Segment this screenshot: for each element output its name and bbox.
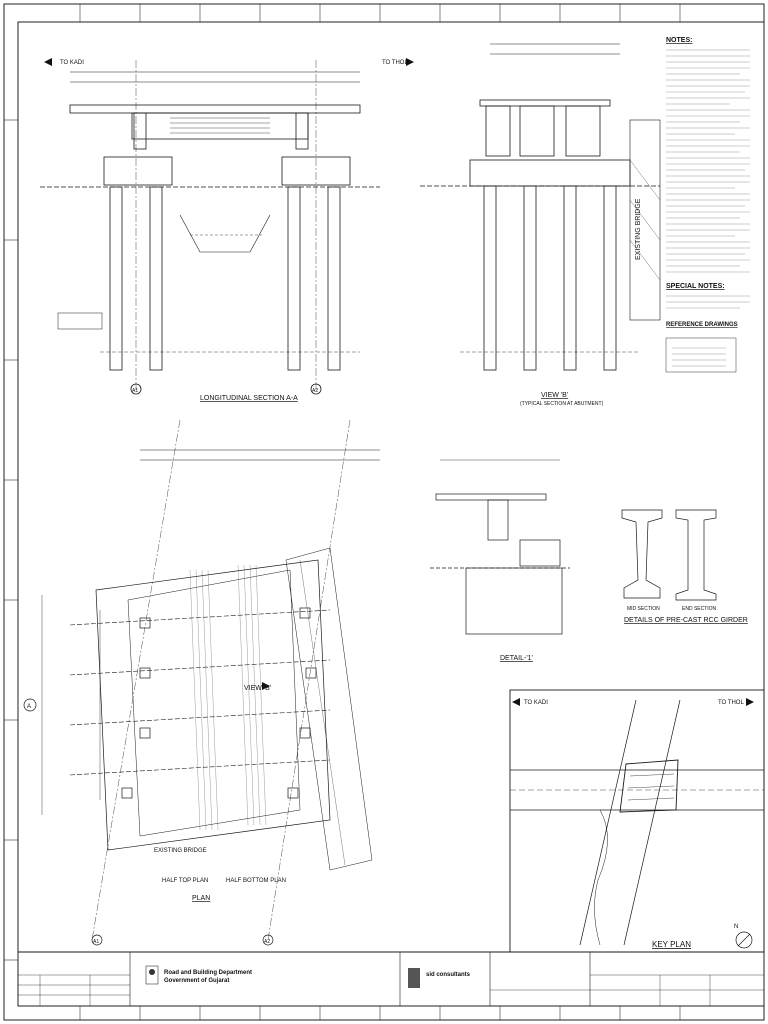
end-section-label: END SECTION bbox=[682, 606, 717, 612]
pier-a-marker: A bbox=[27, 704, 31, 710]
detail-1 bbox=[430, 459, 570, 635]
existing-bridge-vertical-label: EXISTING BRIDGE bbox=[635, 198, 642, 260]
north-arrow-icon: N bbox=[734, 924, 738, 930]
axis-a1-marker: A1 bbox=[132, 388, 138, 394]
reference-drawings-heading: REFERENCE DRAWINGS bbox=[666, 322, 738, 328]
notes-heading: NOTES: bbox=[666, 37, 692, 44]
title-block bbox=[18, 951, 764, 1006]
detail-1-title: DETAIL-'1' bbox=[500, 655, 533, 662]
key-plan bbox=[509, 689, 765, 953]
view-b-section bbox=[420, 43, 661, 371]
view-b-subtitle: (TYPICAL SECTION AT ABUTMENT) bbox=[520, 401, 604, 407]
notes-block bbox=[665, 49, 750, 373]
half-top-plan-label: HALF TOP PLAN bbox=[162, 878, 208, 884]
axis-a2-marker: A2 bbox=[312, 388, 318, 394]
consultant-name: sid consultants bbox=[426, 972, 471, 978]
key-plan-to-kadi: TO KADI bbox=[524, 700, 548, 706]
existing-bridge-label: EXISTING BRIDGE bbox=[154, 848, 207, 854]
view-b-marker: VIEW 'B' bbox=[244, 685, 271, 692]
arrow-right-icon bbox=[406, 58, 414, 66]
special-notes-heading: SPECIAL NOTES: bbox=[666, 283, 725, 290]
longitudinal-section bbox=[40, 60, 380, 395]
plan-view bbox=[23, 419, 380, 946]
to-thol-arrow-label: TO THOL bbox=[382, 60, 408, 66]
axis-a1-plan-marker: A1 bbox=[93, 939, 99, 945]
half-bottom-plan-label: HALF BOTTOM PLAN bbox=[226, 878, 286, 884]
view-arrow-icon bbox=[262, 682, 270, 690]
key-plan-to-thol: TO THOL bbox=[718, 700, 744, 706]
girder-details bbox=[621, 509, 717, 601]
view-b-title: VIEW 'B' bbox=[541, 392, 568, 399]
mid-section-label: MID SECTION bbox=[627, 606, 660, 612]
key-plan-thol-arrow-icon bbox=[746, 698, 754, 706]
girder-details-title: DETAILS OF PRE-CAST RCC GIRDER bbox=[624, 617, 748, 624]
key-plan-title: KEY PLAN bbox=[652, 940, 691, 949]
arrow-left-icon bbox=[44, 58, 52, 66]
to-kadi-arrow-label: TO KADI bbox=[60, 60, 84, 66]
dept-government: Government of Gujarat bbox=[164, 978, 229, 984]
govt-emblem-icon bbox=[145, 965, 159, 985]
long-section-title: LONGITUDINAL SECTION A-A bbox=[200, 395, 298, 402]
consultant-logo-icon bbox=[408, 968, 420, 988]
axis-a2-plan-marker: A2 bbox=[264, 939, 270, 945]
key-plan-kadi-arrow-icon bbox=[512, 698, 520, 706]
plan-title: PLAN bbox=[192, 895, 210, 902]
dept-name: Road and Building Department bbox=[164, 970, 252, 976]
